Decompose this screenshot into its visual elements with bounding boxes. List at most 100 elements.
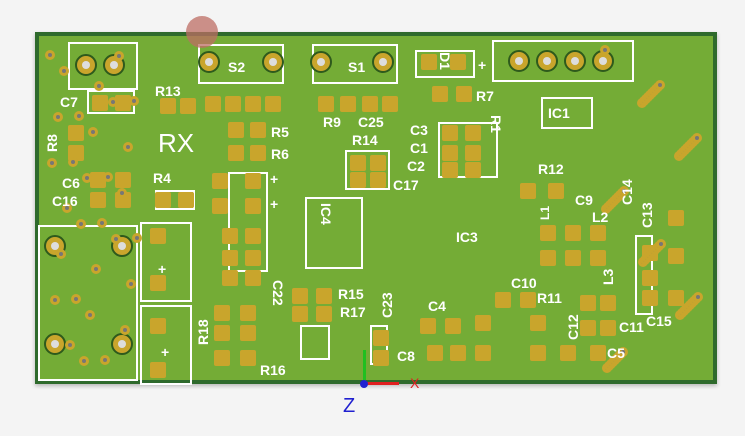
ref-R12: R12	[538, 161, 564, 177]
via	[120, 325, 130, 335]
smd-pad	[530, 345, 546, 361]
smd-pad	[668, 248, 684, 264]
through-hole-pad	[75, 54, 97, 76]
smd-pad	[590, 250, 606, 266]
via	[600, 45, 610, 55]
ref-R1: R1	[488, 115, 504, 133]
smd-pad	[222, 228, 238, 244]
board-title-RX: RX	[158, 128, 195, 158]
via	[76, 219, 86, 229]
through-hole-pad	[536, 50, 558, 72]
smd-pad	[580, 320, 596, 336]
smd-pad	[668, 210, 684, 226]
smd-pad	[150, 228, 166, 244]
smd-pad	[548, 183, 564, 199]
ref-C12: C12	[565, 314, 581, 340]
smd-pad	[90, 172, 106, 188]
ref-S1: S1	[348, 59, 366, 75]
via	[62, 203, 72, 213]
smd-pad	[442, 162, 458, 178]
smd-pad	[445, 318, 461, 334]
smd-pad	[214, 325, 230, 341]
via	[126, 279, 136, 289]
via	[655, 80, 665, 90]
via	[103, 172, 113, 182]
smd-pad	[245, 173, 261, 189]
smd-pad	[318, 96, 334, 112]
via	[619, 186, 629, 196]
via	[117, 188, 127, 198]
ref-C3: C3	[410, 122, 428, 138]
ref-C5: C5	[607, 345, 625, 361]
via	[656, 239, 666, 249]
ref-D1: D1	[437, 52, 453, 70]
silkscreen-outline	[415, 50, 475, 78]
smd-pad	[228, 122, 244, 138]
via	[91, 264, 101, 274]
smd-pad	[475, 345, 491, 361]
ref-C17: C17	[393, 177, 419, 193]
smd-pad	[427, 345, 443, 361]
silkscreen-outline	[305, 197, 363, 269]
smd-pad	[442, 145, 458, 161]
x-axis-label: X	[410, 375, 420, 391]
via	[123, 142, 133, 152]
smd-pad	[456, 86, 472, 102]
smd-pad	[222, 270, 238, 286]
smd-pad	[245, 198, 261, 214]
ref-C2: C2	[407, 158, 425, 174]
smd-pad	[373, 350, 389, 366]
smd-pad	[370, 155, 386, 171]
smd-pad	[520, 292, 536, 308]
ref-C1: C1	[410, 140, 428, 156]
through-hole-pad	[44, 333, 66, 355]
smd-pad	[642, 290, 658, 306]
smd-pad	[450, 345, 466, 361]
via	[82, 173, 92, 183]
smd-pad	[340, 96, 356, 112]
ref-C22: C22	[270, 280, 286, 306]
ref-C6: C6	[62, 175, 80, 191]
smd-pad	[421, 54, 437, 70]
smd-pad	[222, 250, 238, 266]
smd-pad	[370, 172, 386, 188]
via	[85, 310, 95, 320]
smd-pad	[465, 162, 481, 178]
ref-C7: C7	[60, 94, 78, 110]
smd-pad	[150, 318, 166, 334]
smd-pad	[560, 345, 576, 361]
smd-pad	[155, 192, 171, 208]
smd-pad	[245, 250, 261, 266]
silkscreen-outline	[140, 222, 192, 302]
smd-pad	[373, 330, 389, 346]
smd-pad	[316, 288, 332, 304]
ref-C8: C8	[397, 348, 415, 364]
ref-R14: R14	[352, 132, 378, 148]
smd-pad	[350, 172, 366, 188]
silkscreen-outline	[541, 97, 593, 129]
z-axis-label: Z	[343, 395, 356, 417]
smd-pad	[160, 98, 176, 114]
via	[692, 133, 702, 143]
polarity-mark: +	[270, 171, 279, 187]
smd-pad	[214, 305, 230, 321]
ref-L2: L2	[592, 209, 609, 225]
through-hole-pad	[310, 51, 332, 73]
smd-pad	[540, 225, 556, 241]
smd-pad	[350, 155, 366, 171]
ref-S2: S2	[228, 59, 246, 75]
smd-pad	[465, 125, 481, 141]
smd-pad	[600, 295, 616, 311]
smd-pad	[205, 96, 221, 112]
polarity-mark: +	[270, 196, 279, 212]
smd-pad	[565, 250, 581, 266]
z-axis-origin	[360, 380, 368, 388]
ref-IC4: IC4	[318, 203, 334, 225]
smd-pad	[580, 295, 596, 311]
ref-C4: C4	[428, 298, 446, 314]
smd-pad	[382, 96, 398, 112]
smd-pad	[642, 270, 658, 286]
via	[111, 234, 121, 244]
ref-R5: R5	[271, 124, 289, 140]
silkscreen-outline	[140, 305, 192, 385]
